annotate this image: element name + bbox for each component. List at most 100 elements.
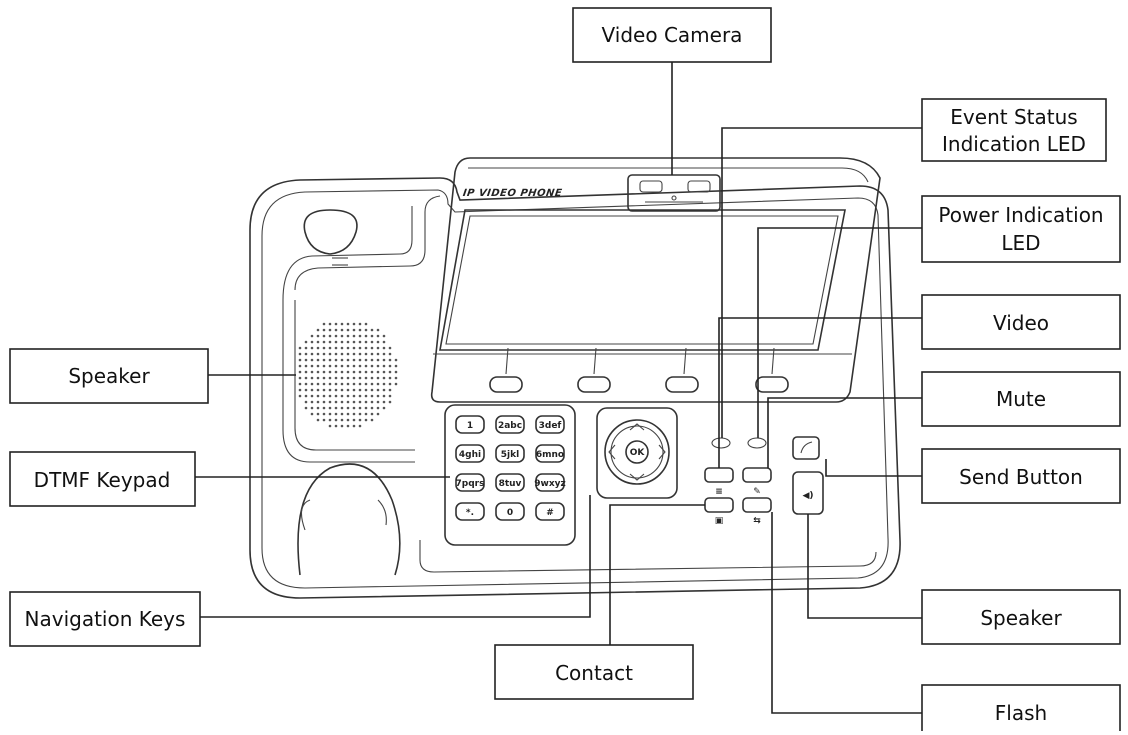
speaker-grille-hole bbox=[340, 370, 344, 374]
speaker-grille-hole bbox=[358, 370, 362, 374]
speaker-grille-hole bbox=[346, 400, 350, 404]
speaker-grille-hole bbox=[310, 340, 314, 344]
keypad-key-label: # bbox=[546, 508, 554, 518]
speaker-grille-hole bbox=[382, 334, 386, 338]
handset-rest bbox=[297, 463, 401, 576]
speaker-grille-hole bbox=[328, 424, 332, 428]
handset-cradle-track-2 bbox=[282, 206, 413, 301]
keypad-key[interactable] bbox=[495, 502, 525, 521]
speaker-grille-hole bbox=[322, 418, 326, 422]
speaker-grille-hole bbox=[370, 388, 374, 392]
handset-cradle-track-3 bbox=[282, 300, 415, 463]
event-status-led bbox=[711, 437, 731, 449]
speaker-grille-hole bbox=[346, 328, 350, 332]
speaker-grille-hole bbox=[388, 382, 392, 386]
speaker-grille-hole bbox=[298, 364, 302, 368]
speaker-grille-hole bbox=[376, 340, 380, 344]
speaker-grille-hole bbox=[364, 340, 368, 344]
speaker-grille-hole bbox=[322, 346, 326, 350]
keypad-key[interactable] bbox=[455, 502, 485, 521]
speaker-grille-hole bbox=[316, 328, 320, 332]
softkey-4[interactable] bbox=[755, 376, 789, 393]
speaker-grille-hole bbox=[304, 400, 308, 404]
speaker-grille-hole bbox=[340, 322, 344, 326]
keypad-key[interactable] bbox=[535, 415, 565, 434]
speaker-grille-hole bbox=[334, 424, 338, 428]
keypad-key[interactable] bbox=[455, 444, 485, 463]
speaker-grille-hole bbox=[376, 400, 380, 404]
leader-navigation-keys bbox=[200, 495, 591, 618]
speaker-grille-hole bbox=[304, 364, 308, 368]
softkey-2[interactable] bbox=[577, 376, 611, 393]
flash-key[interactable] bbox=[742, 497, 772, 513]
speaker-grille-hole bbox=[322, 352, 326, 356]
keypad-key[interactable] bbox=[455, 415, 485, 434]
speaker-grille-hole bbox=[340, 376, 344, 380]
speaker-grille-hole bbox=[382, 364, 386, 368]
video-key[interactable] bbox=[704, 467, 734, 483]
speaker-grille-hole bbox=[334, 352, 338, 356]
mute-key[interactable] bbox=[742, 467, 772, 483]
keypad-key-label: 6mno bbox=[536, 450, 564, 460]
softkey-divider bbox=[683, 347, 687, 375]
send-button[interactable] bbox=[792, 436, 820, 460]
keypad-key[interactable] bbox=[535, 444, 565, 463]
speaker-grille-hole bbox=[388, 364, 392, 368]
callout-dtmf-keypad: DTMF Keypad bbox=[9, 451, 196, 507]
keypad-key[interactable] bbox=[535, 473, 565, 492]
speaker-grille-hole bbox=[328, 352, 332, 356]
speaker-grille-hole bbox=[346, 394, 350, 398]
leader-flash bbox=[771, 512, 922, 714]
function-keys: ≡ ✎ ▣ ⇆ ◀) bbox=[704, 436, 824, 526]
speaker-grille-hole bbox=[346, 340, 350, 344]
keypad-key[interactable] bbox=[455, 473, 485, 492]
speaker-grille-hole bbox=[304, 358, 308, 362]
speaker-grille-hole bbox=[352, 376, 356, 380]
speaker-grille-hole bbox=[310, 376, 314, 380]
speaker-grille-hole bbox=[334, 394, 338, 398]
speaker-grille-hole bbox=[334, 322, 338, 326]
speaker-grille-hole bbox=[376, 358, 380, 362]
speaker-grille-hole bbox=[346, 358, 350, 362]
svg-text:Power Indication: Power Indication bbox=[938, 203, 1103, 227]
keypad-key[interactable] bbox=[535, 502, 565, 521]
speaker-grille-hole bbox=[352, 418, 356, 422]
speaker-grille-hole bbox=[388, 358, 392, 362]
mute-key-glyph: ✎ bbox=[753, 487, 761, 497]
speaker-grille-hole bbox=[340, 424, 344, 428]
keypad-key[interactable] bbox=[495, 415, 525, 434]
keypad-key[interactable] bbox=[495, 473, 525, 492]
speaker-grille-hole bbox=[376, 394, 380, 398]
speaker-grille-hole bbox=[352, 388, 356, 392]
speaker-grille-hole bbox=[322, 394, 326, 398]
speaker-grille-hole bbox=[334, 370, 338, 374]
speaker-grille-hole bbox=[316, 400, 320, 404]
nav-down-arrow-icon[interactable] bbox=[629, 473, 645, 481]
softkey-divider bbox=[505, 347, 509, 375]
speaker-grille-hole bbox=[358, 400, 362, 404]
speaker-grille-hole bbox=[352, 412, 356, 416]
speaker-grille-hole bbox=[370, 334, 374, 338]
softkey-3[interactable] bbox=[665, 376, 699, 393]
speaker-grille-hole bbox=[364, 352, 368, 356]
speaker-grille-hole bbox=[298, 376, 302, 380]
nav-right-arrow-icon[interactable] bbox=[658, 444, 666, 460]
speaker-grille-hole bbox=[376, 346, 380, 350]
speaker-grille-hole bbox=[370, 376, 374, 380]
speaker-grille-hole bbox=[334, 364, 338, 368]
speaker-grille-hole bbox=[328, 364, 332, 368]
speaker-grille-hole bbox=[364, 346, 368, 350]
softkey-divider bbox=[771, 347, 775, 375]
nav-up-arrow-icon[interactable] bbox=[629, 423, 645, 431]
speaker-grille-hole bbox=[352, 364, 356, 368]
speaker-grille-hole bbox=[322, 382, 326, 386]
speaker-grille-hole bbox=[358, 322, 362, 326]
speaker-grille-hole bbox=[304, 388, 308, 392]
nav-ok-button[interactable] bbox=[625, 440, 649, 464]
softkey-1[interactable] bbox=[489, 376, 523, 393]
speaker-grille-hole bbox=[376, 412, 380, 416]
contact-key[interactable] bbox=[704, 497, 734, 513]
keypad-key[interactable] bbox=[495, 444, 525, 463]
nav-left-arrow-icon[interactable] bbox=[608, 444, 616, 460]
speaker-grille-hole bbox=[298, 394, 302, 398]
